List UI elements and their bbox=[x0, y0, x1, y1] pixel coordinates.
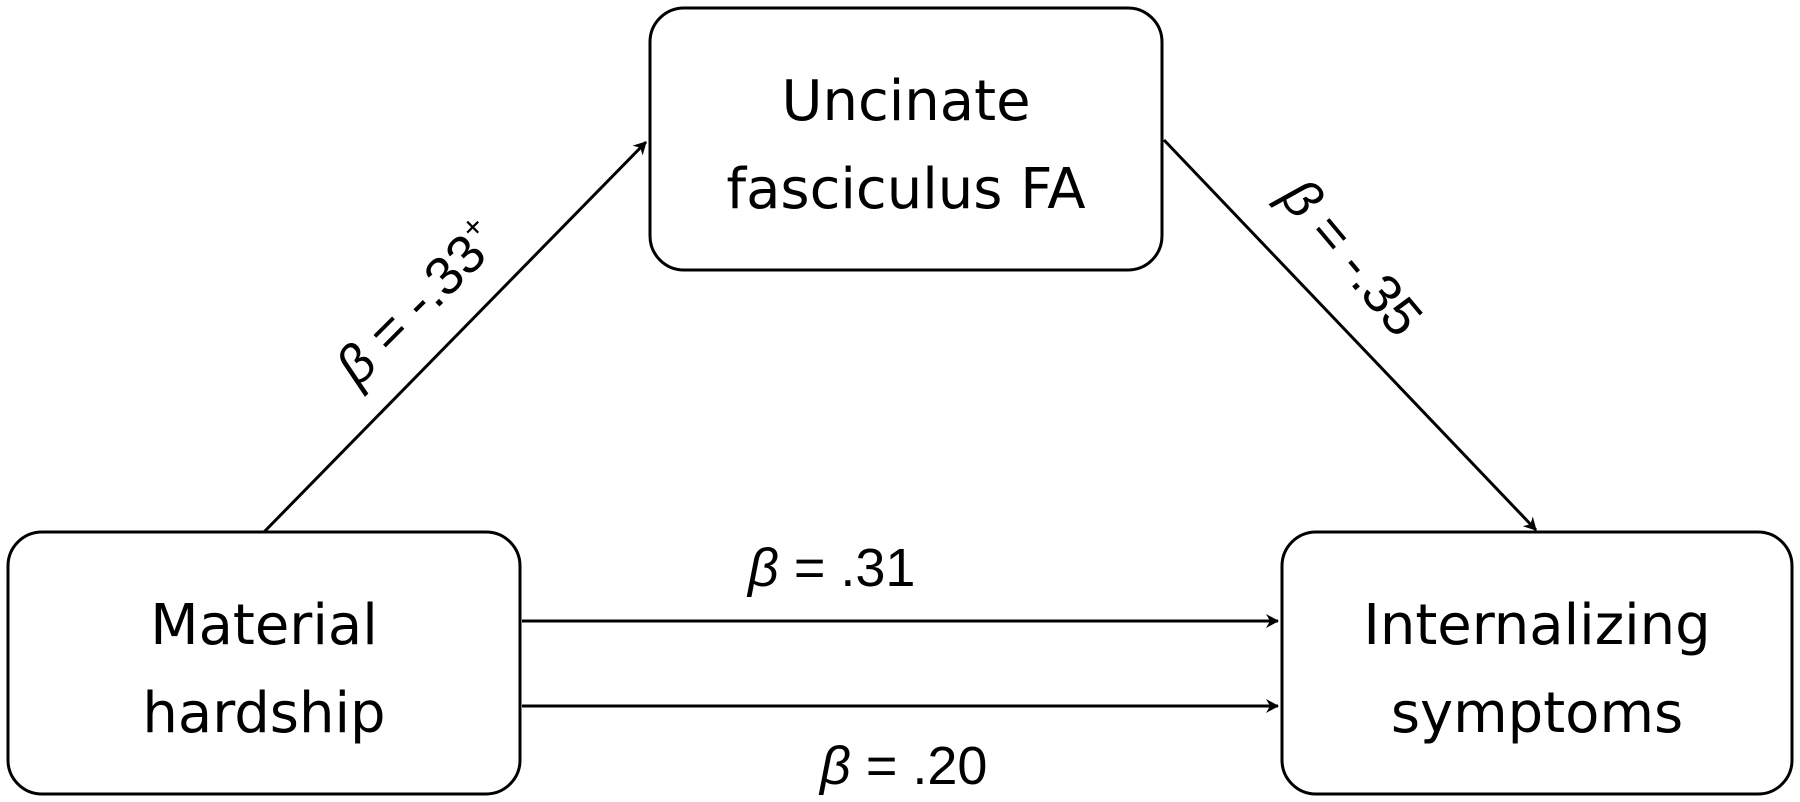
mediator-node: Uncinate fasciculus FA bbox=[648, 6, 1164, 272]
predictor-box bbox=[6, 530, 522, 796]
b-path-value: = -.35 bbox=[1289, 191, 1434, 348]
total-effect-value: = .31 bbox=[779, 538, 916, 598]
direct-effect-value: = .20 bbox=[851, 736, 988, 796]
mediator-box bbox=[648, 6, 1164, 272]
direct-effect-label: β = .20 bbox=[818, 736, 987, 796]
outcome-label-line1: Internalizing bbox=[1363, 593, 1710, 658]
predictor-label-line1: Material bbox=[150, 593, 378, 658]
total-effect-beta-symbol: β bbox=[746, 538, 779, 598]
direct-effect-beta-symbol: β bbox=[818, 736, 851, 796]
a-path-value: = -.33 bbox=[346, 223, 498, 375]
mediator-label-line1: Uncinate bbox=[781, 69, 1030, 134]
mediator-label-line2: fasciculus FA bbox=[726, 157, 1085, 222]
outcome-label-line2: symptoms bbox=[1391, 681, 1683, 746]
predictor-label-line2: hardship bbox=[142, 681, 385, 746]
outcome-box bbox=[1280, 530, 1794, 796]
b-path-label: β = -.35 bbox=[1268, 166, 1434, 348]
a-path-label: β = -.33+ bbox=[321, 208, 511, 398]
predictor-node: Material hardship bbox=[6, 530, 522, 796]
outcome-node: Internalizing symptoms bbox=[1280, 530, 1794, 796]
total-effect-label: β = .31 bbox=[746, 538, 915, 598]
b-path-arrow bbox=[1162, 138, 1538, 532]
a-path-arrow bbox=[262, 140, 648, 534]
